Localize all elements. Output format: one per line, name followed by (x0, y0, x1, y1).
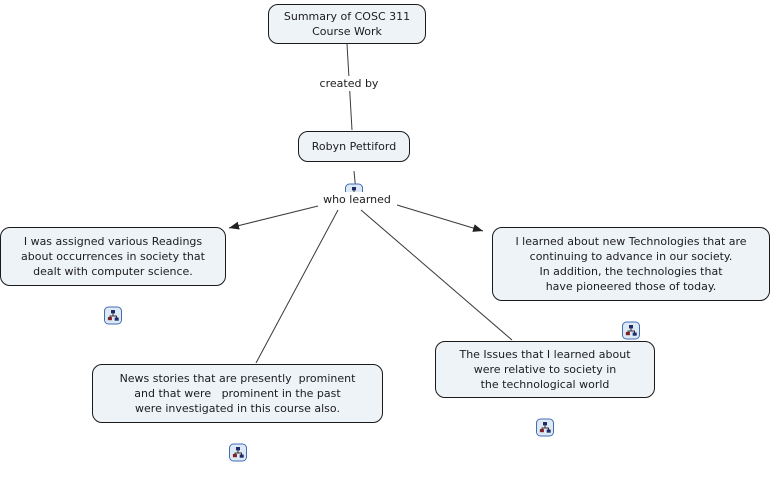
concept-author[interactable]: Robyn Pettiford (298, 131, 410, 202)
concept-map-resource-icon[interactable] (345, 153, 364, 202)
concept-summary[interactable]: Summary of COSC 311 Course Work (268, 4, 426, 44)
linking-phrase-created-by-label: created by (319, 77, 379, 90)
linking-phrase-created-by[interactable]: created by (315, 76, 383, 91)
concept-technologies-label: I learned about new Technologies that ar… (515, 235, 747, 293)
concept-summary-label: Summary of COSC 311 Course Work (283, 10, 411, 38)
concept-readings-label: I was assigned various Readings about oc… (21, 235, 205, 278)
linking-phrase-who-learned-label: who learned (323, 193, 391, 206)
concept-author-label: Robyn Pettiford (311, 140, 397, 153)
connector-wholearned-to-readings (228, 205, 319, 230)
concept-readings[interactable]: I was assigned various Readings about oc… (0, 227, 226, 325)
connector-wholearned-to-issues (360, 209, 513, 341)
concept-news-label: News stories that are presently prominen… (119, 372, 356, 415)
concept-news[interactable]: News stories that are presently prominen… (92, 364, 383, 462)
connector-wholearned-to-technologies (396, 204, 484, 232)
connector-wholearned-to-news (255, 209, 339, 364)
concept-map-resource-icon[interactable] (228, 413, 247, 462)
concept-map-resource-icon[interactable] (622, 291, 641, 340)
concept-map-canvas: Summary of COSC 311 Course Work created … (0, 4, 770, 462)
concept-technologies[interactable]: I learned about new Technologies that ar… (492, 227, 770, 340)
concept-issues-label: The Issues that I learned about were rel… (459, 348, 631, 391)
concept-issues[interactable]: The Issues that I learned about were rel… (435, 341, 655, 437)
concept-map-resource-icon[interactable] (104, 276, 123, 325)
concept-map-resource-icon[interactable] (536, 388, 555, 437)
linking-phrase-who-learned[interactable]: who learned (319, 192, 395, 207)
